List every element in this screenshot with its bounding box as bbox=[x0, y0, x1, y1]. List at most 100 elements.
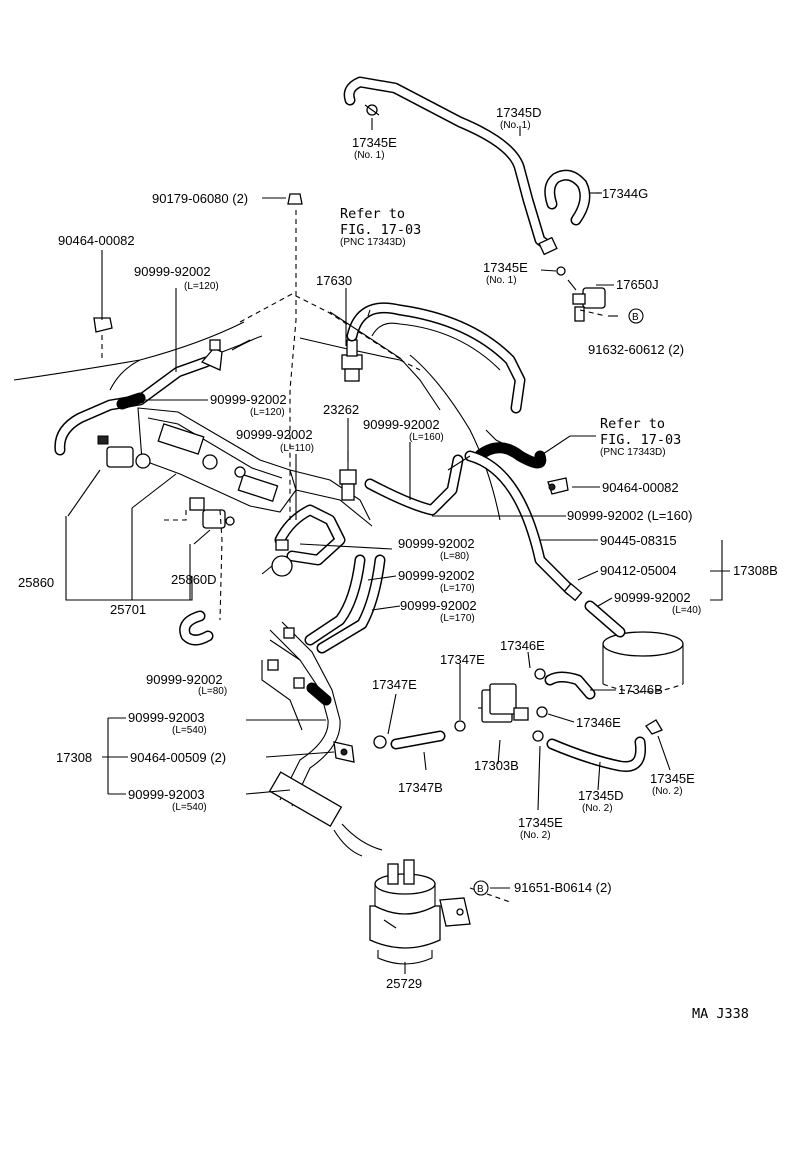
label-17345E-right: 17345E bbox=[650, 771, 695, 786]
label-91632: 91632-60612 (2) bbox=[588, 342, 684, 357]
clip-90179-06080 bbox=[287, 193, 303, 205]
label-90999-L80-mid-sub: (L=80) bbox=[440, 551, 469, 562]
clamp-90464-00082-left bbox=[93, 317, 113, 333]
hose-left-90999-L120 bbox=[54, 356, 212, 456]
label-17345E-mid-sub: (No. 1) bbox=[486, 275, 517, 286]
label-17345D-no2: 17345D bbox=[578, 788, 624, 803]
label-17345E-bottom: 17345E bbox=[518, 815, 563, 830]
label-90999-92003-a-sub: (L=540) bbox=[172, 725, 207, 736]
label-90999-L120-top-sub: (L=120) bbox=[184, 281, 219, 292]
label-90999-L80-mid: 90999-92002 bbox=[398, 536, 475, 551]
diagram-code: MA J338 bbox=[692, 1006, 749, 1022]
label-17345E-top: 17345E bbox=[352, 135, 397, 150]
label-17630: 17630 bbox=[316, 273, 352, 288]
label-17346B: 17346B bbox=[618, 682, 663, 697]
label-90999-L120-mid: 90999-92002 bbox=[210, 392, 287, 407]
hose-L160 bbox=[364, 454, 471, 516]
vsv-17650J bbox=[556, 266, 606, 322]
hose-17347B bbox=[373, 720, 466, 750]
charcoal-canister-25729 bbox=[369, 859, 471, 965]
canister-upper bbox=[584, 600, 684, 693]
label-90999-L120-mid-sub: (L=120) bbox=[250, 407, 285, 418]
hoses-center bbox=[274, 469, 386, 654]
label-25701: 25701 bbox=[110, 602, 146, 617]
label-90464-00082-left: 90464-00082 bbox=[58, 233, 135, 248]
label-17345E-top-sub: (No. 1) bbox=[354, 150, 385, 161]
label-90999-92003-b-sub: (L=540) bbox=[172, 802, 207, 813]
label-90999-L160-right: 90999-92002 (L=160) bbox=[567, 508, 692, 523]
label-17346E-b: 17346E bbox=[576, 715, 621, 730]
circle-b-91632 bbox=[628, 308, 644, 324]
label-17650J: 17650J bbox=[616, 277, 659, 292]
pipes-to-canister bbox=[261, 621, 383, 857]
label-90179: 90179-06080 (2) bbox=[152, 191, 248, 206]
label-91651-circle: B bbox=[477, 884, 484, 895]
label-23262: 23262 bbox=[323, 402, 359, 417]
clamp-90464-00082-right bbox=[547, 477, 569, 495]
hose-17345D-no1 bbox=[343, 76, 558, 256]
label-90999-L160-top-sub: (L=160) bbox=[409, 432, 444, 443]
label-90999-L80-left: 90999-92002 bbox=[146, 672, 223, 687]
refer2-line3: (PNC 17343D) bbox=[600, 447, 666, 458]
label-90999-L40-sub: (L=40) bbox=[672, 605, 701, 616]
hose-17345D-no2 bbox=[532, 719, 663, 772]
hose-L80-left bbox=[179, 610, 214, 646]
leader-lines bbox=[65, 118, 730, 974]
label-17345E-right-sub: (No. 2) bbox=[652, 786, 683, 797]
label-17347B: 17347B bbox=[398, 780, 443, 795]
label-17345D-no2-sub: (No. 2) bbox=[582, 803, 613, 814]
label-90999-92003-a: 90999-92003 bbox=[128, 710, 205, 725]
label-25729: 25729 bbox=[386, 976, 422, 991]
vacuum-switch-17630 bbox=[341, 339, 363, 382]
label-17345E-mid: 17345E bbox=[483, 260, 528, 275]
bvsv-valve bbox=[200, 339, 251, 371]
label-90999-L110: 90999-92002 bbox=[236, 427, 313, 442]
part-labels: 17345D (No. 1) 17345E (No. 1) 17344G 901… bbox=[18, 105, 778, 1022]
label-17347E-b: 17347E bbox=[372, 677, 417, 692]
label-90999-L170-a: 90999-92002 bbox=[398, 568, 475, 583]
label-90464-00509: 90464-00509 (2) bbox=[130, 750, 226, 765]
label-17346E-a: 17346E bbox=[500, 638, 545, 653]
label-25860D: 25860D bbox=[171, 572, 217, 587]
label-90999-92003-b: 90999-92003 bbox=[128, 787, 205, 802]
label-90999-L170-b-sub: (L=170) bbox=[440, 613, 475, 624]
label-90999-L40: 90999-92002 bbox=[614, 590, 691, 605]
label-90445: 90445-08315 bbox=[600, 533, 677, 548]
hose-refer-top bbox=[329, 302, 526, 414]
label-90999-L80-left-sub: (L=80) bbox=[198, 686, 227, 697]
circle-b-91651 bbox=[473, 880, 489, 896]
clamps-left-pipe bbox=[267, 627, 305, 689]
label-90412: 90412-05004 bbox=[600, 563, 677, 578]
refer2-line1: Refer to bbox=[600, 416, 665, 432]
hose-refer-right bbox=[464, 429, 583, 602]
vsv-bracket-assembly bbox=[97, 407, 297, 529]
label-17303B: 17303B bbox=[474, 758, 519, 773]
label-17345D-no1-sub: (No. 1) bbox=[500, 120, 531, 131]
refer2-line2: FIG. 17-03 bbox=[600, 432, 681, 448]
label-17344G: 17344G bbox=[602, 186, 648, 201]
egr-valve bbox=[261, 539, 293, 577]
refer1-line1: Refer to bbox=[340, 206, 405, 222]
refer1-line3: (PNC 17343D) bbox=[340, 237, 406, 248]
label-17308B: 17308B bbox=[733, 563, 778, 578]
clamp-17345E-top bbox=[364, 104, 380, 116]
label-90999-L170-b: 90999-92002 bbox=[400, 598, 477, 613]
label-25860: 25860 bbox=[18, 575, 54, 590]
label-90999-L160-top: 90999-92002 bbox=[363, 417, 440, 432]
dashed-leaders bbox=[101, 210, 607, 903]
refer1-line2: FIG. 17-03 bbox=[340, 222, 421, 238]
label-90999-L170-a-sub: (L=170) bbox=[440, 583, 475, 594]
label-17308: 17308 bbox=[56, 750, 92, 765]
label-17345E-bottom-sub: (No. 2) bbox=[520, 830, 551, 841]
label-17345D-no1: 17345D bbox=[496, 105, 542, 120]
label-90999-L110-sub: (L=110) bbox=[280, 443, 314, 454]
valve-17303B bbox=[478, 683, 529, 723]
label-90999-L120-top: 90999-92002 bbox=[134, 264, 211, 279]
label-91651: 91651-B0614 (2) bbox=[514, 880, 612, 895]
label-90464-00082-right: 90464-00082 bbox=[602, 480, 679, 495]
hose-17344G bbox=[544, 169, 600, 226]
hose-17346B bbox=[534, 668, 596, 718]
label-91632-circle: B bbox=[632, 312, 639, 323]
